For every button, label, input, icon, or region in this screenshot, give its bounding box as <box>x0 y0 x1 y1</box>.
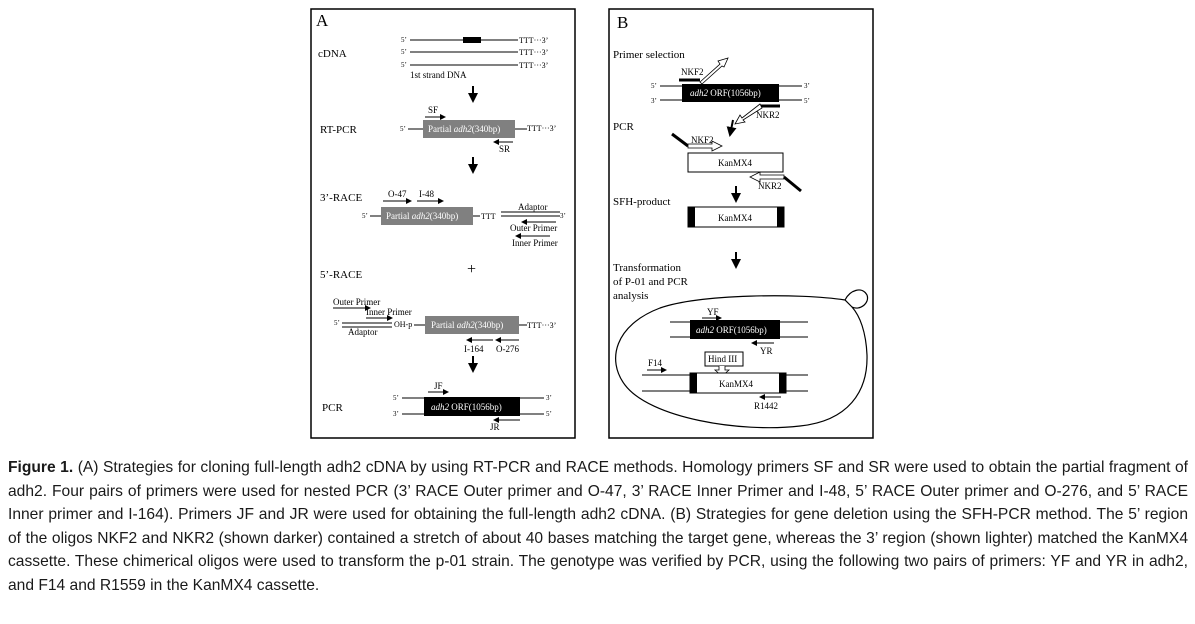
inner-primer-label-5: Inner Primer <box>366 307 412 317</box>
yr-primer-label: YR <box>760 346 773 356</box>
adh2-orf-block-b2 <box>690 320 780 339</box>
partial-adh2-block-race3 <box>381 207 473 225</box>
svg-text:5’: 5’ <box>334 319 340 327</box>
svg-text:Partial adh2(340bp): Partial adh2(340bp) <box>386 211 458 221</box>
outer-primer-label-3: Outer Primer <box>510 223 557 233</box>
svg-text:5’: 5’ <box>401 48 407 56</box>
svg-text:3’: 3’ <box>804 82 810 90</box>
transformation-label-1: Transformation <box>613 262 682 274</box>
panel-a-label: A <box>316 11 329 30</box>
svg-text:3’: 3’ <box>393 410 399 418</box>
svg-text:3’: 3’ <box>651 97 657 105</box>
svg-text:adh2 ORF(1056bp): adh2 ORF(1056bp) <box>690 88 761 98</box>
yeast-bud-outline <box>844 289 869 309</box>
svg-text:TTT···3’: TTT···3’ <box>519 36 548 45</box>
r1442-primer-label: R1442 <box>754 401 778 411</box>
ohp-label: OH-p <box>394 320 412 329</box>
nkf2-label-1: NKF2 <box>681 67 704 77</box>
svg-text:5’: 5’ <box>651 82 657 90</box>
race3-label: 3’-RACE <box>320 192 362 204</box>
svg-text:KanMX4: KanMX4 <box>718 158 752 168</box>
nkf2-open-arrow-2 <box>687 140 723 152</box>
flow-arrow-b1 <box>726 119 737 137</box>
svg-text:TTT: TTT <box>481 212 496 221</box>
transformation-label-3: analysis <box>613 290 648 302</box>
svg-text:TTT···3’: TTT···3’ <box>527 321 556 330</box>
svg-text:KanMX4: KanMX4 <box>718 213 752 223</box>
figure-caption: Figure 1. (A) Strategies for cloning ful… <box>8 456 1188 598</box>
caption-text: (A) Strategies for cloning full-length a… <box>8 459 1188 594</box>
sr-primer-label: SR <box>499 144 510 154</box>
nkr2-label-2: NKR2 <box>758 181 782 191</box>
inner-primer-label-3: Inner Primer <box>512 238 558 248</box>
jr-primer-label: JR <box>490 422 500 432</box>
svg-text:TTT···3’: TTT···3’ <box>519 61 548 70</box>
adaptor-label-3: Adaptor <box>518 202 548 212</box>
svg-text:3’: 3’ <box>560 212 566 220</box>
o276-label: O-276 <box>496 344 519 354</box>
pcr-label-b: PCR <box>613 121 634 133</box>
svg-text:Partial adh2(340bp): Partial adh2(340bp) <box>431 320 503 330</box>
adh2-orf-block-a <box>424 397 520 416</box>
nkr2-open-arrow-2 <box>749 171 785 183</box>
i48-label: I-48 <box>419 189 434 199</box>
adaptor-label-5: Adaptor <box>348 327 378 337</box>
i164-label: I-164 <box>464 344 484 354</box>
first-strand-label: 1st strand DNA <box>410 70 467 80</box>
jf-primer-label: JF <box>434 381 443 391</box>
svg-text:5’: 5’ <box>362 212 368 220</box>
hind3-label: Hind III <box>708 354 737 364</box>
svg-text:adh2 ORF(1056bp): adh2 ORF(1056bp) <box>696 325 767 335</box>
plus-sign: + <box>467 261 476 278</box>
sf-primer-label: SF <box>428 105 438 115</box>
panel-b-label: B <box>617 13 628 32</box>
svg-text:5’: 5’ <box>393 394 399 402</box>
adh2-orf-block-b1 <box>682 84 779 102</box>
svg-text:Partial adh2(340bp): Partial adh2(340bp) <box>428 124 500 134</box>
yeast-cell-outline <box>615 295 868 429</box>
partial-adh2-block-race5 <box>425 316 519 334</box>
cdna-strands: 5’ TTT···3’ 5’ TTT···3’ 5’ TTT···3’ 1st … <box>401 36 548 80</box>
cdna-gene-block <box>463 37 481 43</box>
svg-text:5’: 5’ <box>804 97 810 105</box>
f14-primer-label: F14 <box>648 358 663 368</box>
pcr-label-a: PCR <box>322 402 343 414</box>
outer-primer-label-5: Outer Primer <box>333 297 380 307</box>
nkr2-open-arrow-1 <box>734 103 763 125</box>
figure-diagram: A cDNA 5’ TTT···3’ 5’ TTT···3’ 5’ TTT···… <box>310 8 874 439</box>
panel-b: B Primer selection NKF2 5’ 3’ adh2 ORF(1… <box>608 8 874 439</box>
panel-a: A cDNA 5’ TTT···3’ 5’ TTT···3’ 5’ TTT···… <box>310 8 576 439</box>
nkr2-label-1: NKR2 <box>756 110 780 120</box>
primer-selection-label: Primer selection <box>613 49 685 61</box>
nkf2-label-2: NKF2 <box>691 135 714 145</box>
caption-label: Figure 1. <box>8 459 74 476</box>
svg-text:KanMX4: KanMX4 <box>719 379 753 389</box>
partial-adh2-block-rtpcr <box>423 120 515 138</box>
kanmx4-box-pcr <box>687 152 784 173</box>
svg-text:5’: 5’ <box>546 410 552 418</box>
nkr2-dark-tail <box>783 175 802 193</box>
svg-text:5’: 5’ <box>401 36 407 44</box>
svg-text:3’: 3’ <box>546 394 552 402</box>
sfh-product-label: SFH-product <box>613 196 670 208</box>
cdna-label: cDNA <box>318 48 347 60</box>
race5-label: 5’-RACE <box>320 269 362 281</box>
nkf2-dark-tail <box>671 132 689 148</box>
nkf2-open-arrow-1 <box>699 57 729 85</box>
svg-text:5’: 5’ <box>401 61 407 69</box>
svg-text:TTT···3’: TTT···3’ <box>527 124 556 133</box>
svg-text:adh2 ORF(1056bp): adh2 ORF(1056bp) <box>431 402 502 412</box>
svg-text:TTT···3’: TTT···3’ <box>519 48 548 57</box>
rtpcr-label: RT-PCR <box>320 124 358 136</box>
svg-text:5’: 5’ <box>400 125 406 133</box>
transformation-label-2: of P-01 and PCR <box>613 276 689 288</box>
yf-primer-label: YF <box>707 307 719 317</box>
o47-label: O-47 <box>388 189 407 199</box>
